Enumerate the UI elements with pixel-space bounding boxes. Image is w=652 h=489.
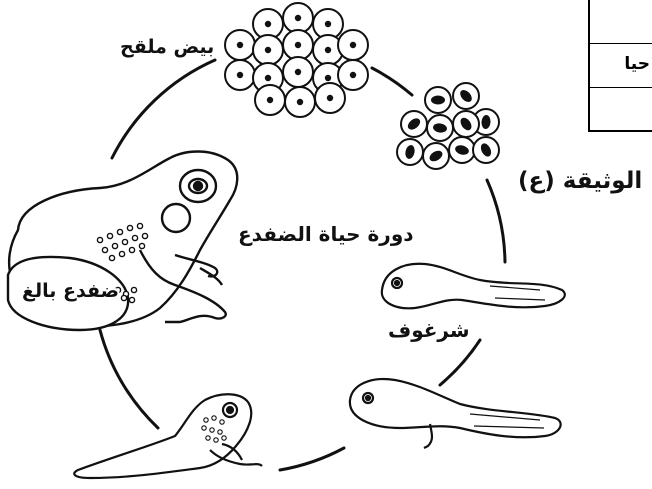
froglet-spot bbox=[210, 428, 214, 432]
frog-spot bbox=[119, 251, 124, 256]
egg-nucleus bbox=[295, 69, 301, 75]
egg-nucleus bbox=[350, 42, 356, 48]
frog-spot bbox=[97, 237, 102, 242]
egg-nucleus bbox=[295, 15, 301, 21]
froglet-spot bbox=[206, 436, 210, 440]
froglet-spot bbox=[204, 418, 208, 422]
frog-spot bbox=[142, 233, 147, 238]
froglet-spot bbox=[214, 438, 218, 442]
frog-spot bbox=[112, 243, 117, 248]
frog-spot bbox=[131, 287, 136, 292]
frog-spot bbox=[129, 297, 134, 302]
label-tadpole: شرغوف bbox=[388, 318, 470, 342]
frog-spot bbox=[137, 223, 142, 228]
frog-spot bbox=[102, 247, 107, 252]
cycle-arc-adult-to-eggs bbox=[112, 60, 215, 158]
label-document: الوثيقة (ع) bbox=[518, 168, 642, 194]
frog-spot bbox=[129, 247, 134, 252]
table-row bbox=[590, 0, 652, 44]
embryo bbox=[431, 96, 445, 105]
cycle-arc-legs-to-froglet bbox=[280, 448, 344, 470]
cycle-arc-tadpole-to-legs bbox=[440, 340, 480, 385]
egg-nucleus bbox=[350, 72, 356, 78]
egg-nucleus bbox=[237, 42, 243, 48]
frog-spot bbox=[117, 229, 122, 234]
egg-nucleus bbox=[325, 75, 331, 81]
partial-table: حيا bbox=[588, 0, 652, 132]
label-fertilized-eggs: بيض ملقح bbox=[120, 36, 214, 58]
egg-nucleus bbox=[295, 42, 301, 48]
frog-spot bbox=[127, 225, 132, 230]
egg-nucleus bbox=[265, 75, 271, 81]
frog-spot bbox=[109, 255, 114, 260]
frog-spot bbox=[122, 239, 127, 244]
egg-nucleus bbox=[267, 97, 273, 103]
cycle-arc-froglet-to-adult bbox=[100, 330, 158, 428]
egg-nucleus bbox=[325, 21, 331, 27]
table-row: حيا bbox=[590, 44, 652, 88]
frog-spot bbox=[139, 243, 144, 248]
egg-nucleus bbox=[265, 47, 271, 53]
froglet-spot bbox=[218, 430, 222, 434]
froglet-spot bbox=[220, 420, 224, 424]
label-adult-frog: ضفدع بالغ bbox=[22, 280, 119, 302]
table-row bbox=[590, 88, 652, 131]
tadpole bbox=[382, 264, 565, 309]
froglet-spot bbox=[212, 416, 216, 420]
froglet bbox=[74, 394, 262, 478]
egg-nucleus bbox=[325, 47, 331, 53]
egg-nucleus bbox=[265, 21, 271, 27]
cycle-arc-eggs-to-embryos bbox=[372, 68, 412, 95]
cycle-arc-embryos-to-tadpole bbox=[487, 180, 505, 262]
frog-spot bbox=[132, 235, 137, 240]
egg-nucleus bbox=[237, 72, 243, 78]
tadpole-with-legs bbox=[350, 379, 561, 448]
frog-spot bbox=[107, 233, 112, 238]
egg-nucleus bbox=[297, 99, 303, 105]
egg-nucleus bbox=[327, 95, 333, 101]
fertilized-eggs-cluster bbox=[225, 3, 368, 117]
froglet-spot bbox=[222, 436, 226, 440]
frog-spot bbox=[121, 295, 126, 300]
label-cycle-title: دورة حياة الضفدع bbox=[238, 222, 414, 246]
froglet-spot bbox=[202, 426, 206, 430]
